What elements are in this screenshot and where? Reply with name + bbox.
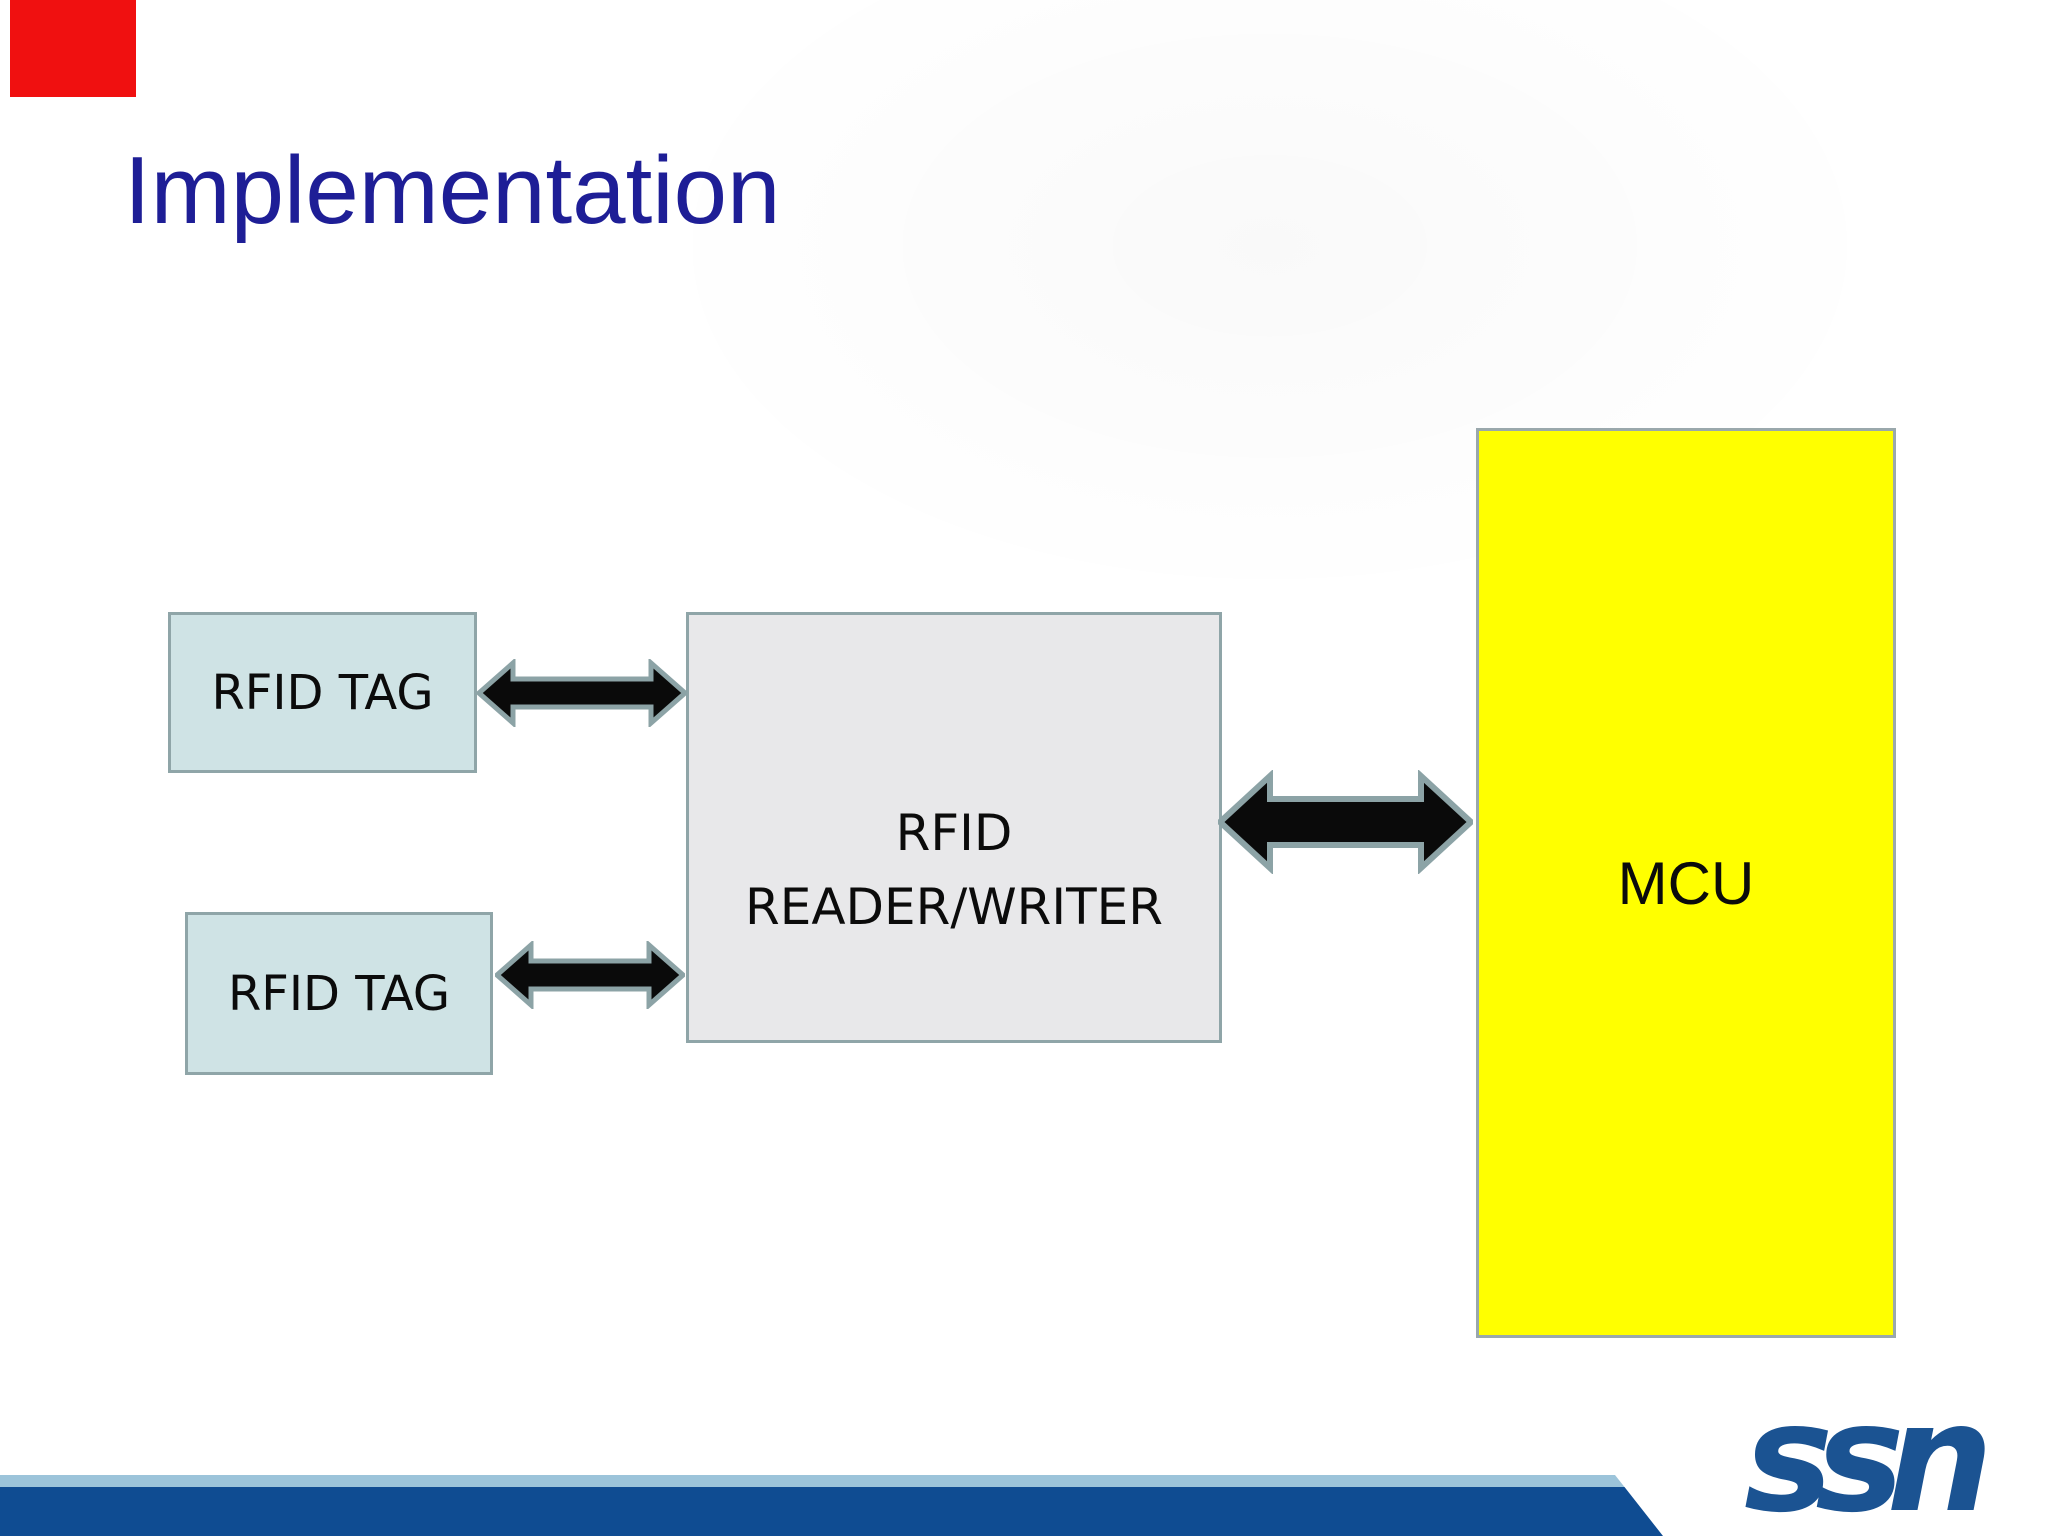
double-arrow-icon-tag1-reader	[477, 659, 687, 727]
footer-dark-bar	[0, 1487, 1663, 1536]
red-highlight-marker	[10, 0, 136, 97]
rfid-tag-1-label: RFID TAG	[211, 664, 434, 721]
double-arrow-icon-reader-mcu	[1218, 770, 1473, 874]
mcu-box: MCU	[1476, 428, 1896, 1338]
footer-light-strip	[0, 1475, 1625, 1487]
rfid-tag-2-label: RFID TAG	[227, 965, 451, 1022]
mcu-label: MCU	[1617, 849, 1755, 917]
ssn-logo: ssn	[1740, 1392, 2008, 1536]
slide-title: Implementation	[124, 137, 781, 244]
reader-label-line2: READER/WRITER	[744, 877, 1164, 936]
double-arrow-icon-tag2-reader	[495, 941, 685, 1009]
reader-label-line1: RFID	[895, 803, 1013, 862]
ssn-logo-text: ssn	[1744, 1392, 1986, 1536]
footer-banner-bars	[0, 1475, 1663, 1536]
rfid-tag-2-box: RFID TAG	[185, 912, 493, 1075]
rfid-reader-writer-box: RFID READER/WRITER	[686, 612, 1222, 1043]
rfid-tag-1-box: RFID TAG	[168, 612, 477, 773]
